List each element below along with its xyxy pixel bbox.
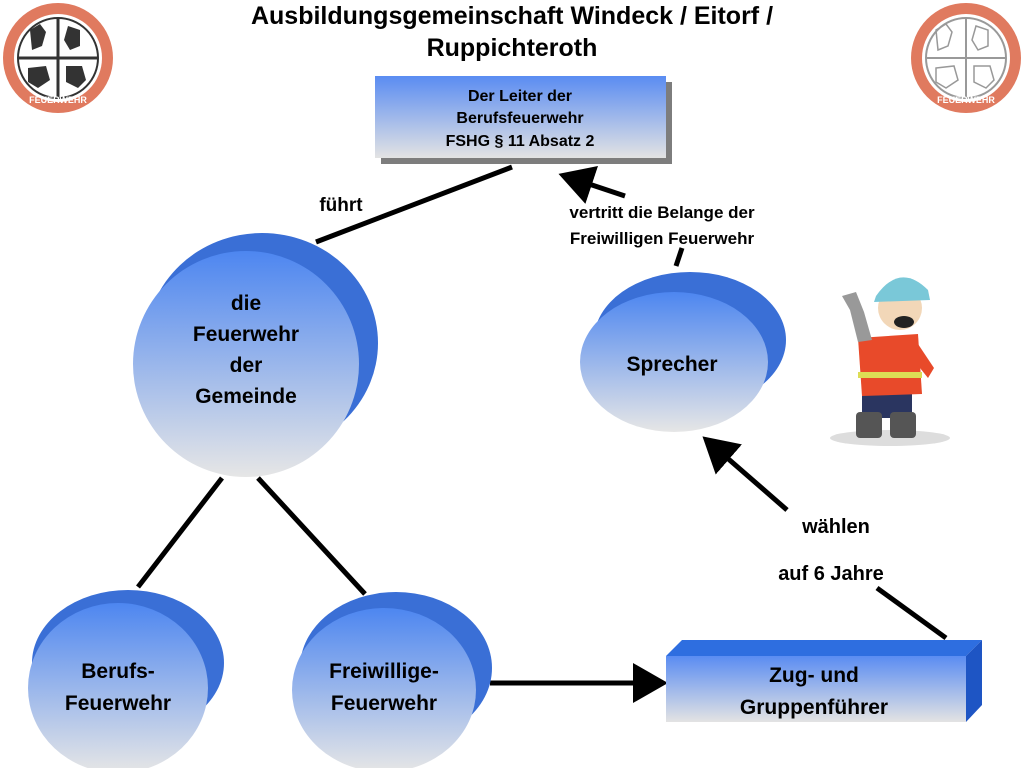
fire-brigade-logo-left	[3, 3, 113, 113]
arrow-to-leiter	[558, 165, 626, 204]
connector-leiter-gemeinde	[315, 164, 513, 245]
arrow-to-sprecher	[702, 436, 789, 512]
edge-label-jahre: auf 6 Jahre	[778, 563, 884, 585]
gemeinde-line2: Feuerwehr	[193, 323, 299, 346]
edge-label-fuehrt: führt	[319, 195, 363, 216]
node-berufsfeuerwehr	[28, 590, 224, 768]
sprecher-label: Sprecher	[626, 353, 717, 376]
node-zug-gruppenfuehrer	[666, 640, 982, 722]
node-sprecher	[580, 272, 786, 432]
logo-text-left: FEUERWEHR	[29, 95, 87, 105]
gemeinde-line1: die	[231, 292, 261, 315]
edge-label-vertritt-line2: Freiwilligen Feuerwehr	[570, 229, 755, 248]
zug-line1: Zug- und	[769, 664, 859, 687]
edge-label-waehlen: wählen	[801, 516, 870, 538]
connector-zug-label	[875, 585, 948, 641]
diagram-title-line2: Ruppichteroth	[427, 34, 598, 62]
freiwillige-line2: Feuerwehr	[331, 692, 437, 715]
leiter-line2: Berufsfeuerwehr	[456, 110, 583, 127]
berufs-line2: Feuerwehr	[65, 692, 171, 715]
connector-gemeinde-freiwillige	[256, 476, 367, 596]
fire-brigade-logo-right	[911, 3, 1021, 113]
edge-label-vertritt-line1: vertritt die Belange der	[569, 203, 755, 222]
zug-line2: Gruppenführer	[740, 696, 888, 719]
connector-gemeinde-berufs	[136, 476, 224, 589]
node-freiwillige-feuerwehr	[292, 592, 492, 768]
node-feuerwehr-der-gemeinde	[133, 233, 378, 477]
diagram-title-line1: Ausbildungsgemeinschaft Windeck / Eitorf…	[251, 2, 773, 30]
freiwillige-line1: Freiwillige-	[329, 660, 439, 683]
connector-sprecher-label	[673, 247, 685, 267]
node-leiter-berufsfeuerwehr	[375, 76, 672, 164]
leiter-line3: FSHG § 11 Absatz 2	[446, 133, 595, 150]
berufs-line1: Berufs-	[81, 660, 155, 683]
firefighter-mascot-icon	[830, 277, 950, 446]
gemeinde-line3: der	[230, 354, 263, 377]
logo-text-right: FEUERWEHR	[937, 95, 995, 105]
gemeinde-line4: Gemeinde	[195, 385, 297, 408]
leiter-line1: Der Leiter der	[468, 88, 572, 105]
